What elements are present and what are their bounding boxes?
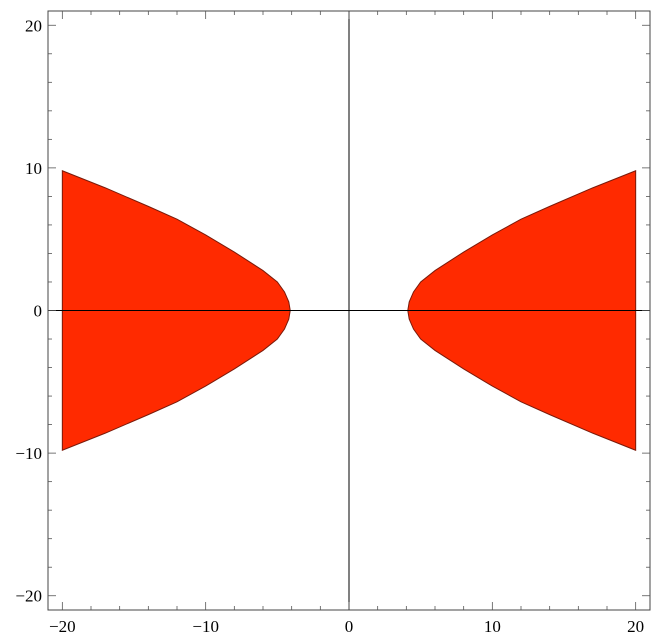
y-tick-label: 10 <box>25 159 42 178</box>
x-tick-label: −20 <box>49 617 76 636</box>
y-tick-label: 0 <box>34 302 43 321</box>
x-tick-label: −10 <box>192 617 219 636</box>
tick-labels-layer: −20 −10 0 10 20 −20 −10 0 10 20 <box>15 16 644 636</box>
ticks-layer <box>48 11 650 610</box>
x-tick-label: 20 <box>627 617 644 636</box>
axes-layer <box>48 11 650 610</box>
x-tick-label: 0 <box>345 617 354 636</box>
y-tick-label: −10 <box>15 444 42 463</box>
y-tick-label: 20 <box>25 16 42 35</box>
y-tick-label: −20 <box>15 587 42 606</box>
x-tick-label: 10 <box>484 617 501 636</box>
